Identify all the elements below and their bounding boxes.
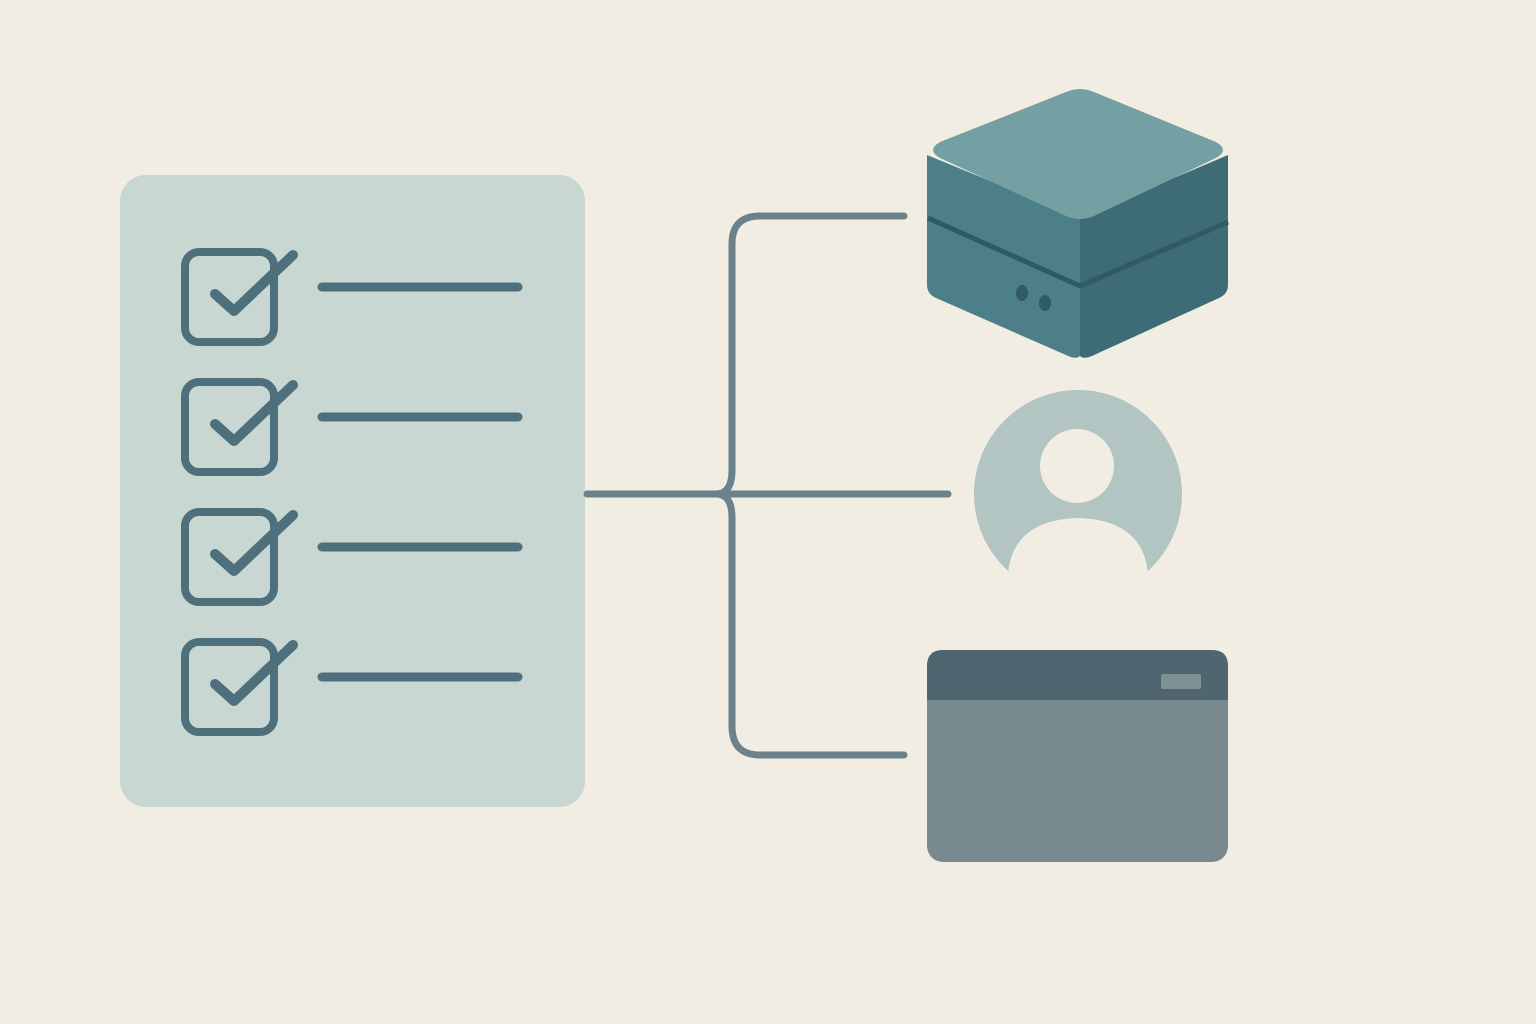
avatar-head bbox=[1040, 429, 1114, 503]
checklist-item bbox=[181, 248, 523, 346]
window-button bbox=[1161, 674, 1201, 689]
checkmark-icon bbox=[210, 510, 298, 576]
server-top-face bbox=[933, 89, 1223, 219]
checklist-item bbox=[181, 638, 523, 736]
user-avatar-icon bbox=[974, 390, 1182, 598]
avatar-shoulders bbox=[1008, 518, 1148, 598]
checkmark-icon bbox=[210, 250, 298, 316]
checkbox-icon bbox=[181, 638, 278, 736]
window-title-bar bbox=[927, 650, 1228, 700]
checkmark-icon bbox=[210, 380, 298, 446]
checkbox-icon bbox=[181, 378, 278, 476]
checklist-panel-background bbox=[120, 175, 585, 807]
checkmark-icon bbox=[210, 640, 298, 706]
browser-window-icon bbox=[927, 650, 1228, 862]
server-indicator-light bbox=[1016, 285, 1028, 301]
server-icon bbox=[926, 89, 1229, 358]
checklist-item bbox=[181, 378, 523, 476]
connector-to-server bbox=[712, 212, 908, 498]
checklist-item bbox=[181, 508, 523, 606]
connectors bbox=[583, 212, 952, 759]
checkbox-icon bbox=[181, 248, 278, 346]
checkbox-icon bbox=[181, 508, 278, 606]
server-seam-line bbox=[926, 215, 1229, 289]
window-body bbox=[927, 650, 1228, 862]
checklist-panel bbox=[120, 175, 585, 807]
server-indicator-light bbox=[1039, 295, 1051, 311]
checklist-items bbox=[181, 248, 523, 736]
connector-to-window bbox=[712, 490, 908, 759]
